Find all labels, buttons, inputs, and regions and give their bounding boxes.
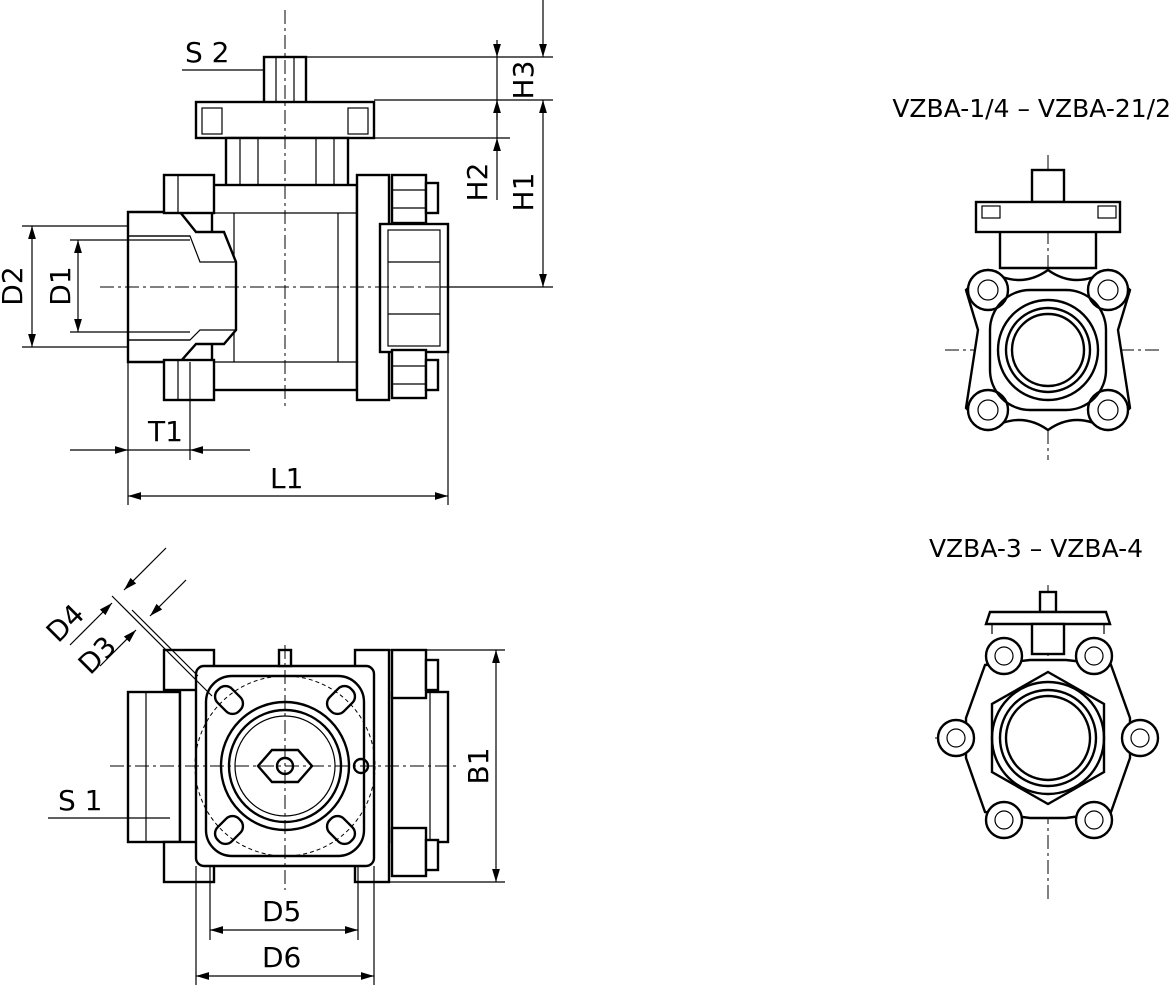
label-s2: S 2 (185, 36, 230, 69)
label-d1: D1 (44, 266, 77, 305)
label-t1: T1 (147, 415, 183, 448)
top-view (110, 645, 460, 890)
caption-small-variant: VZBA-1/4 – VZBA-21/2 (892, 94, 1171, 123)
label-s1: S 1 (58, 784, 103, 817)
top-dimensions: D4 D3 S 1 B1 D5 D6 (40, 547, 505, 985)
label-d4: D4 (40, 598, 91, 649)
label-b1: B1 (462, 747, 495, 784)
label-d2: D2 (0, 266, 29, 305)
label-l1: L1 (270, 462, 303, 495)
label-h3: H3 (507, 61, 540, 100)
label-h1: H1 (507, 173, 540, 212)
variant-small (945, 155, 1160, 460)
side-view (100, 10, 470, 410)
caption-large-variant: VZBA-3 – VZBA-4 (929, 534, 1143, 563)
label-d5: D5 (262, 895, 301, 928)
variant-large (935, 585, 1160, 900)
label-d6: D6 (262, 941, 301, 974)
label-h2: H2 (461, 163, 494, 202)
side-dimensions: S 2 H3 H2 H1 D2 D1 T1 (0, 0, 553, 505)
neck (224, 136, 350, 190)
label-d3: D3 (72, 630, 123, 681)
